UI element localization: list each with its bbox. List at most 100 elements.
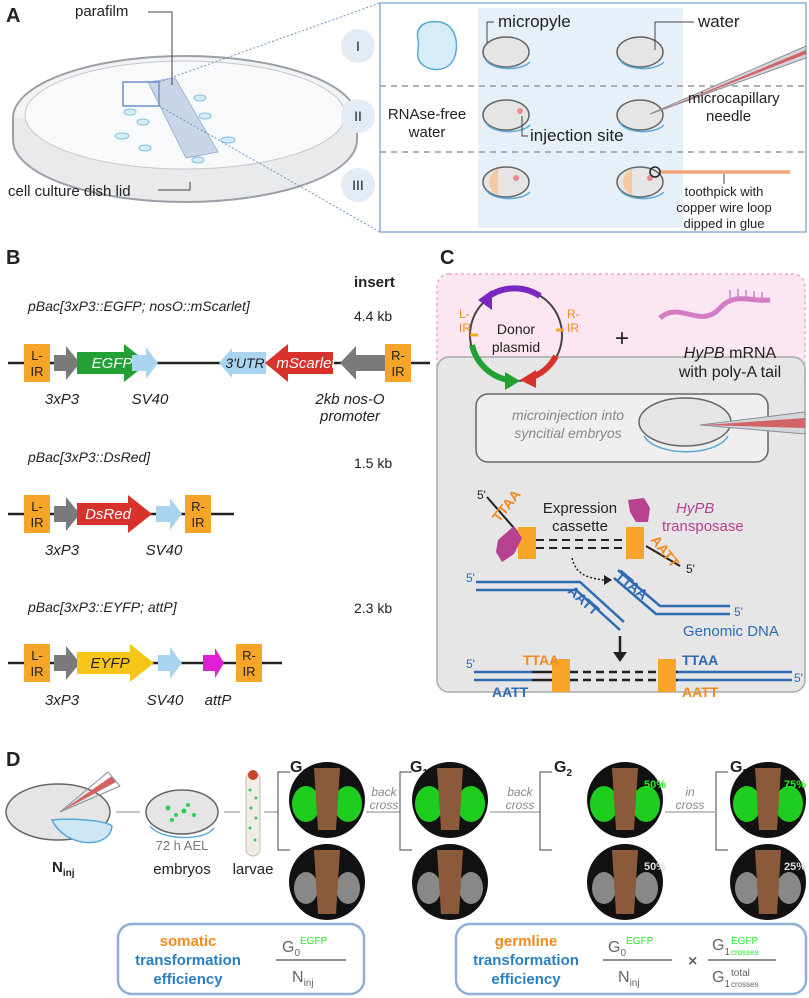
petri-dish-lid <box>12 55 358 203</box>
mrna-label-1: HyPB mRNA <box>684 345 777 362</box>
g1-egfp-numerator: G1 <box>712 937 730 958</box>
cross-2-b: cross <box>506 798 535 812</box>
genomic-dna-label: Genomic DNA <box>683 623 779 640</box>
needle-label-2: needle <box>706 108 751 125</box>
water-drop <box>416 20 458 71</box>
micropyle-leader <box>486 21 494 43</box>
c3-lir-b: IR <box>31 664 44 679</box>
c3-lir-a: L- <box>31 648 43 663</box>
zoom-box <box>122 81 160 107</box>
dotted-arrow <box>571 557 605 581</box>
c3-3xp3: 3xP3 <box>45 692 80 709</box>
g0-head-wild <box>289 844 365 920</box>
five-prime-4: 5' <box>734 605 743 619</box>
dish-label: cell culture dish lid <box>8 183 131 200</box>
g1-crosses-sub-1: crosses <box>731 948 759 957</box>
c-lir-a: L- <box>459 307 470 321</box>
c1-utr: 3'UTR <box>225 355 264 371</box>
mrna-label-2: with poly-A tail <box>678 364 781 381</box>
panel-label-d: D <box>6 749 20 771</box>
panel-label-c: C <box>440 247 454 269</box>
construct-1-name: pBac[3xP3::EGFP; nosO::mScarlet] <box>27 298 251 314</box>
five-prime-1: 5' <box>477 488 486 502</box>
c1-lir-b: IR <box>31 364 44 379</box>
c1-3xp3: 3xP3 <box>45 391 80 408</box>
germline-denominator: Ninj <box>618 969 640 989</box>
microcapillary-needle <box>649 45 807 115</box>
embryos-zoom <box>482 36 665 200</box>
dish-leader <box>158 182 191 191</box>
somatic-label-1: somatic <box>160 933 217 950</box>
g3-bot-pct: 25% <box>784 861 806 873</box>
panel-label-a: A <box>6 5 20 27</box>
c3-attp: attP <box>205 692 232 709</box>
c1-rir-b: IR <box>392 364 405 379</box>
g2-label: G2 <box>554 759 572 779</box>
five-prime-6: 5' <box>794 671 803 685</box>
parafilm-label: parafilm <box>75 3 128 20</box>
c-lir-b: IR <box>459 321 471 335</box>
construct-3-insert: 2.3 kb <box>354 600 392 616</box>
embryo-72h <box>145 789 219 839</box>
insert-header: insert <box>354 274 395 291</box>
injection-embryo <box>638 397 806 453</box>
g2-bracket <box>539 771 552 851</box>
transposase-label: transposase <box>662 518 744 535</box>
construct-2-map <box>24 495 211 533</box>
c1-nos-2: promoter <box>319 408 381 425</box>
plus-sign: + <box>615 325 629 352</box>
parafilm-leader <box>148 11 173 85</box>
somatic-numerator: G0EGFP <box>282 936 328 959</box>
g2-head-wild <box>587 844 663 920</box>
g1-crosses-sub-2: crosses <box>731 980 759 989</box>
aei-label: 72 h AEL <box>156 838 209 853</box>
g1-head-wild <box>412 844 488 920</box>
aatt-int-left: AATT <box>492 684 529 700</box>
five-prime-3: 5' <box>466 571 475 585</box>
g1-head-green <box>412 762 488 838</box>
g1-total-denominator: G1 <box>712 969 730 990</box>
injection-site-label: injection site <box>530 126 624 145</box>
toothpick-label-1: toothpick with <box>685 184 764 199</box>
expression-label-2: cassette <box>552 518 608 535</box>
panel-label-b: B <box>6 247 20 269</box>
larvae-label: larvae <box>233 861 274 878</box>
germline-label-3: efficiency <box>491 971 561 988</box>
aatt-int-right: AATT <box>682 684 719 700</box>
cross-3-a: in <box>685 785 695 799</box>
c2-lir-a: L- <box>31 499 43 514</box>
g3-bracket <box>715 771 728 851</box>
g1-total-sup: total <box>731 968 750 979</box>
c2-lir-b: IR <box>31 515 44 530</box>
genomic-dna-cut <box>476 569 730 631</box>
row-label-1: I <box>356 38 360 54</box>
construct-1-insert: 4.4 kb <box>354 308 392 324</box>
c3-rir-a: R- <box>242 648 256 663</box>
c1-nos-1: 2kb nos-O <box>314 391 385 408</box>
g0-head-green <box>289 762 365 838</box>
cross-3-b: cross <box>676 798 705 812</box>
construct-2-name: pBac[3xP3::DsRed] <box>27 449 151 465</box>
g2-top-pct: 50% <box>644 779 666 791</box>
ttaa-int-left: TTAA <box>523 652 559 668</box>
c3-rir-b: IR <box>243 664 256 679</box>
construct-1-map <box>24 344 411 382</box>
cross-1-b: cross <box>370 798 399 812</box>
c1-lir-a: L- <box>31 348 43 363</box>
somatic-label-2: transformation <box>135 952 241 969</box>
germline-numerator: G0EGFP <box>608 936 654 959</box>
toothpick <box>649 166 790 178</box>
c1-sv40: SV40 <box>132 391 169 408</box>
microinj-label-1: microinjection into <box>512 407 624 423</box>
construct-3-name: pBac[3xP3::EYFP; attP] <box>27 599 178 615</box>
c1-mscarlet: mScarlet <box>276 355 336 372</box>
expression-label-1: Expression <box>543 500 617 517</box>
g3-head-wild <box>730 844 806 920</box>
somatic-denominator: Ninj <box>292 969 314 989</box>
injection-leader <box>521 116 528 137</box>
poly-a-tail <box>729 289 763 300</box>
parafilm-strip <box>147 77 219 159</box>
somatic-label-3: efficiency <box>153 971 223 988</box>
expression-cassette <box>486 496 681 567</box>
